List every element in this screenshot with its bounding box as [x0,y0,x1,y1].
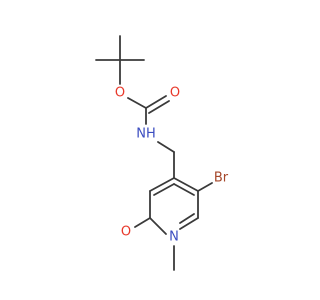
atom-bromine: Br [214,171,229,186]
bond-nitrogen-c2 [149,217,167,235]
bond-c3-c4-b [153,183,175,196]
carbamate-group [127,95,175,153]
atom-nh: NH [136,127,156,142]
bond-c4-c5-b [173,183,195,196]
bond-c4-c5-a [173,177,199,192]
chemical-structure: O O NH Br O N [95,35,229,271]
atom-oxygen-ester: O [115,86,125,101]
bond-c2-oxygen [134,217,151,228]
bond-oxygen-carbonyl-carbon [127,97,147,109]
bond-c6-nitrogen-a [179,217,199,230]
bond-carbonyl-double-b [148,100,170,114]
atom-nitrogen-ring: N [169,230,179,245]
bond-carbonyl-double-a [145,95,167,109]
pyridone-ring [134,151,213,271]
tert-butyl-group [95,35,145,85]
atom-oxygen-ring: O [121,225,131,240]
bond-c5-bromine [197,182,213,192]
bond-c3-c4-a [149,177,175,192]
atom-labels: O O NH Br O N [115,86,229,245]
atom-oxygen-carbonyl: O [170,86,180,101]
bond-c6-nitrogen-b [179,213,195,224]
bond-nitrogen-ch2 [157,141,175,153]
